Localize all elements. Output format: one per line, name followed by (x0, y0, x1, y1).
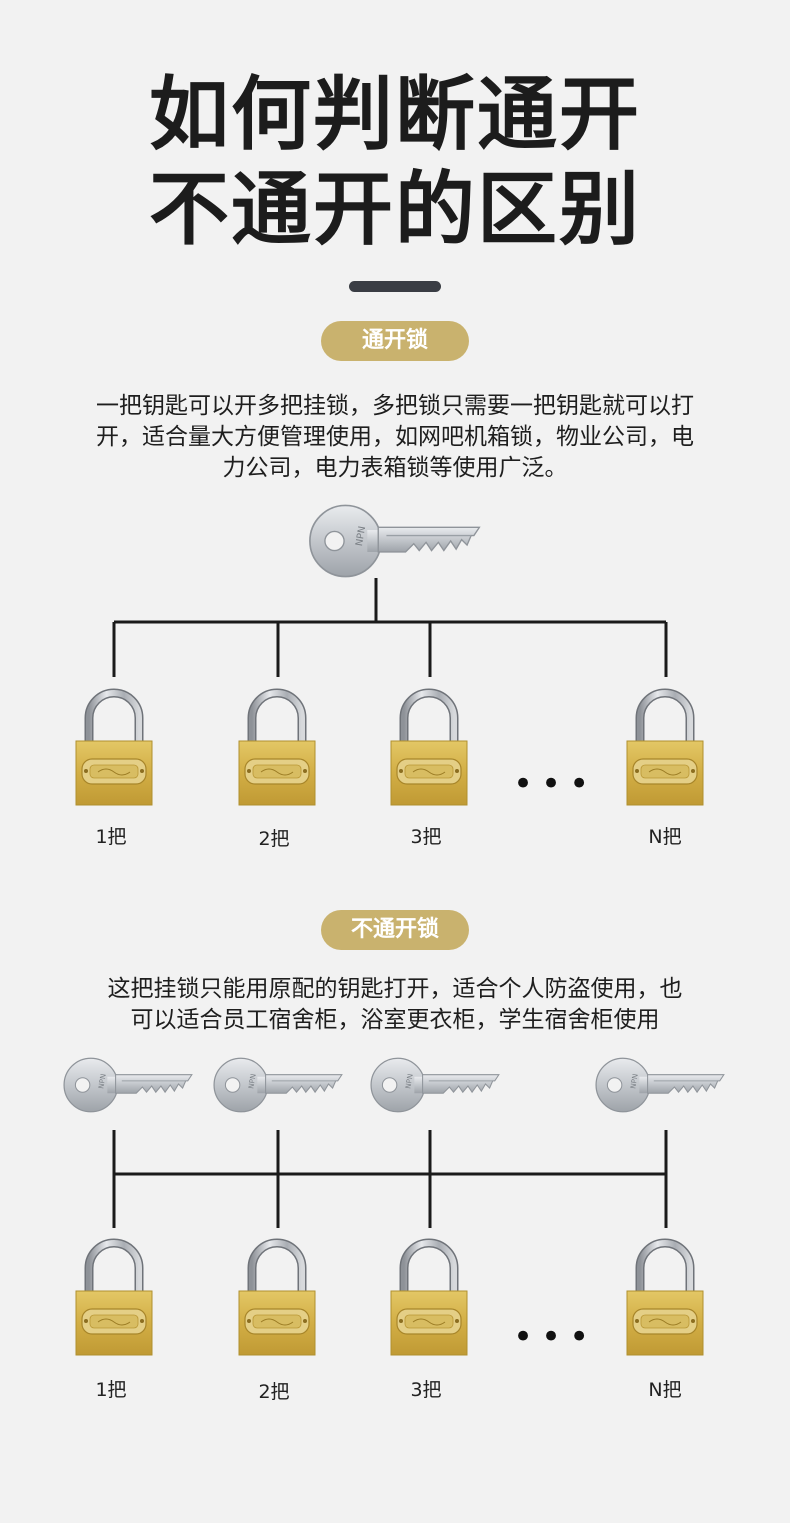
page-title-line2: 不通开的区别 (149, 163, 641, 256)
padlock-icon (625, 1236, 705, 1366)
key-icon (213, 1057, 343, 1113)
page-title-line1: 如何判断通开 (149, 68, 641, 161)
ellipsis: ••• (513, 1317, 598, 1357)
badge-common-key: 通开锁 (321, 321, 469, 361)
description-unique-line1: 这把挂锁只能用原配的钥匙打开，适合个人防盗使用，也 (107, 976, 683, 1002)
lock-count-label: 1把 (95, 1379, 127, 1401)
padlock-icon (389, 686, 469, 816)
ellipsis: ••• (513, 764, 598, 804)
description-unique-line2: 可以适合员工宿舍柜，浴室更衣柜，学生宿舍柜使用 (130, 1007, 660, 1033)
description-common: 一把钥匙可以开多把挂锁，多把锁只需要一把钥匙就可以打 开，适合量大方便管理使用，… (40, 391, 750, 484)
lock-count-label: N把 (648, 1379, 682, 1401)
key-icon (370, 1057, 500, 1113)
lock-count-label: 2把 (258, 1381, 290, 1403)
description-common-line3: 力公司，电力表箱锁等使用广泛。 (222, 455, 568, 481)
padlock-icon (74, 686, 154, 816)
key-icon (595, 1057, 725, 1113)
description-common-line2: 开，适合量大方便管理使用，如网吧机箱锁，物业公司，电 (96, 424, 694, 450)
padlock-icon (74, 1236, 154, 1366)
lock-count-label: 1把 (95, 826, 127, 848)
badge-unique-key: 不通开锁 (321, 910, 469, 950)
padlock-icon (237, 686, 317, 816)
description-common-line1: 一把钥匙可以开多把挂锁，多把锁只需要一把钥匙就可以打 (96, 393, 694, 419)
padlock-icon (389, 1236, 469, 1366)
padlock-icon (237, 1236, 317, 1366)
title-divider (349, 281, 441, 292)
padlock-icon (625, 686, 705, 816)
lock-count-label: 2把 (258, 828, 290, 850)
description-unique: 这把挂锁只能用原配的钥匙打开，适合个人防盗使用，也 可以适合员工宿舍柜，浴室更衣… (40, 974, 750, 1036)
lock-count-label: N把 (648, 826, 682, 848)
key-icon (63, 1057, 193, 1113)
lock-count-label: 3把 (410, 826, 442, 848)
lock-count-label: 3把 (410, 1379, 442, 1401)
